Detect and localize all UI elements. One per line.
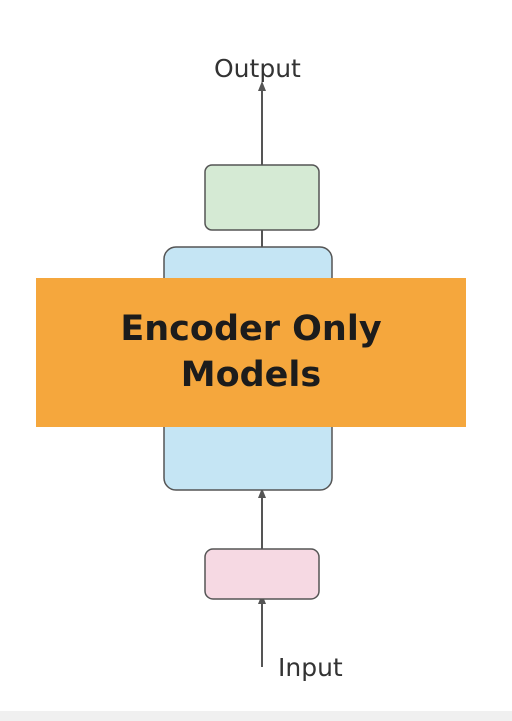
output-label: Output (214, 54, 301, 83)
banner-title-line-2: Models (180, 354, 322, 395)
banner-title-line-1: Encoder Only (120, 309, 382, 349)
title-banner: Encoder Only Models (36, 278, 466, 427)
bottom-strip (0, 711, 512, 721)
output-layer-box (204, 164, 320, 231)
input-embedding-box (204, 548, 320, 600)
input-label: Input (278, 653, 343, 682)
